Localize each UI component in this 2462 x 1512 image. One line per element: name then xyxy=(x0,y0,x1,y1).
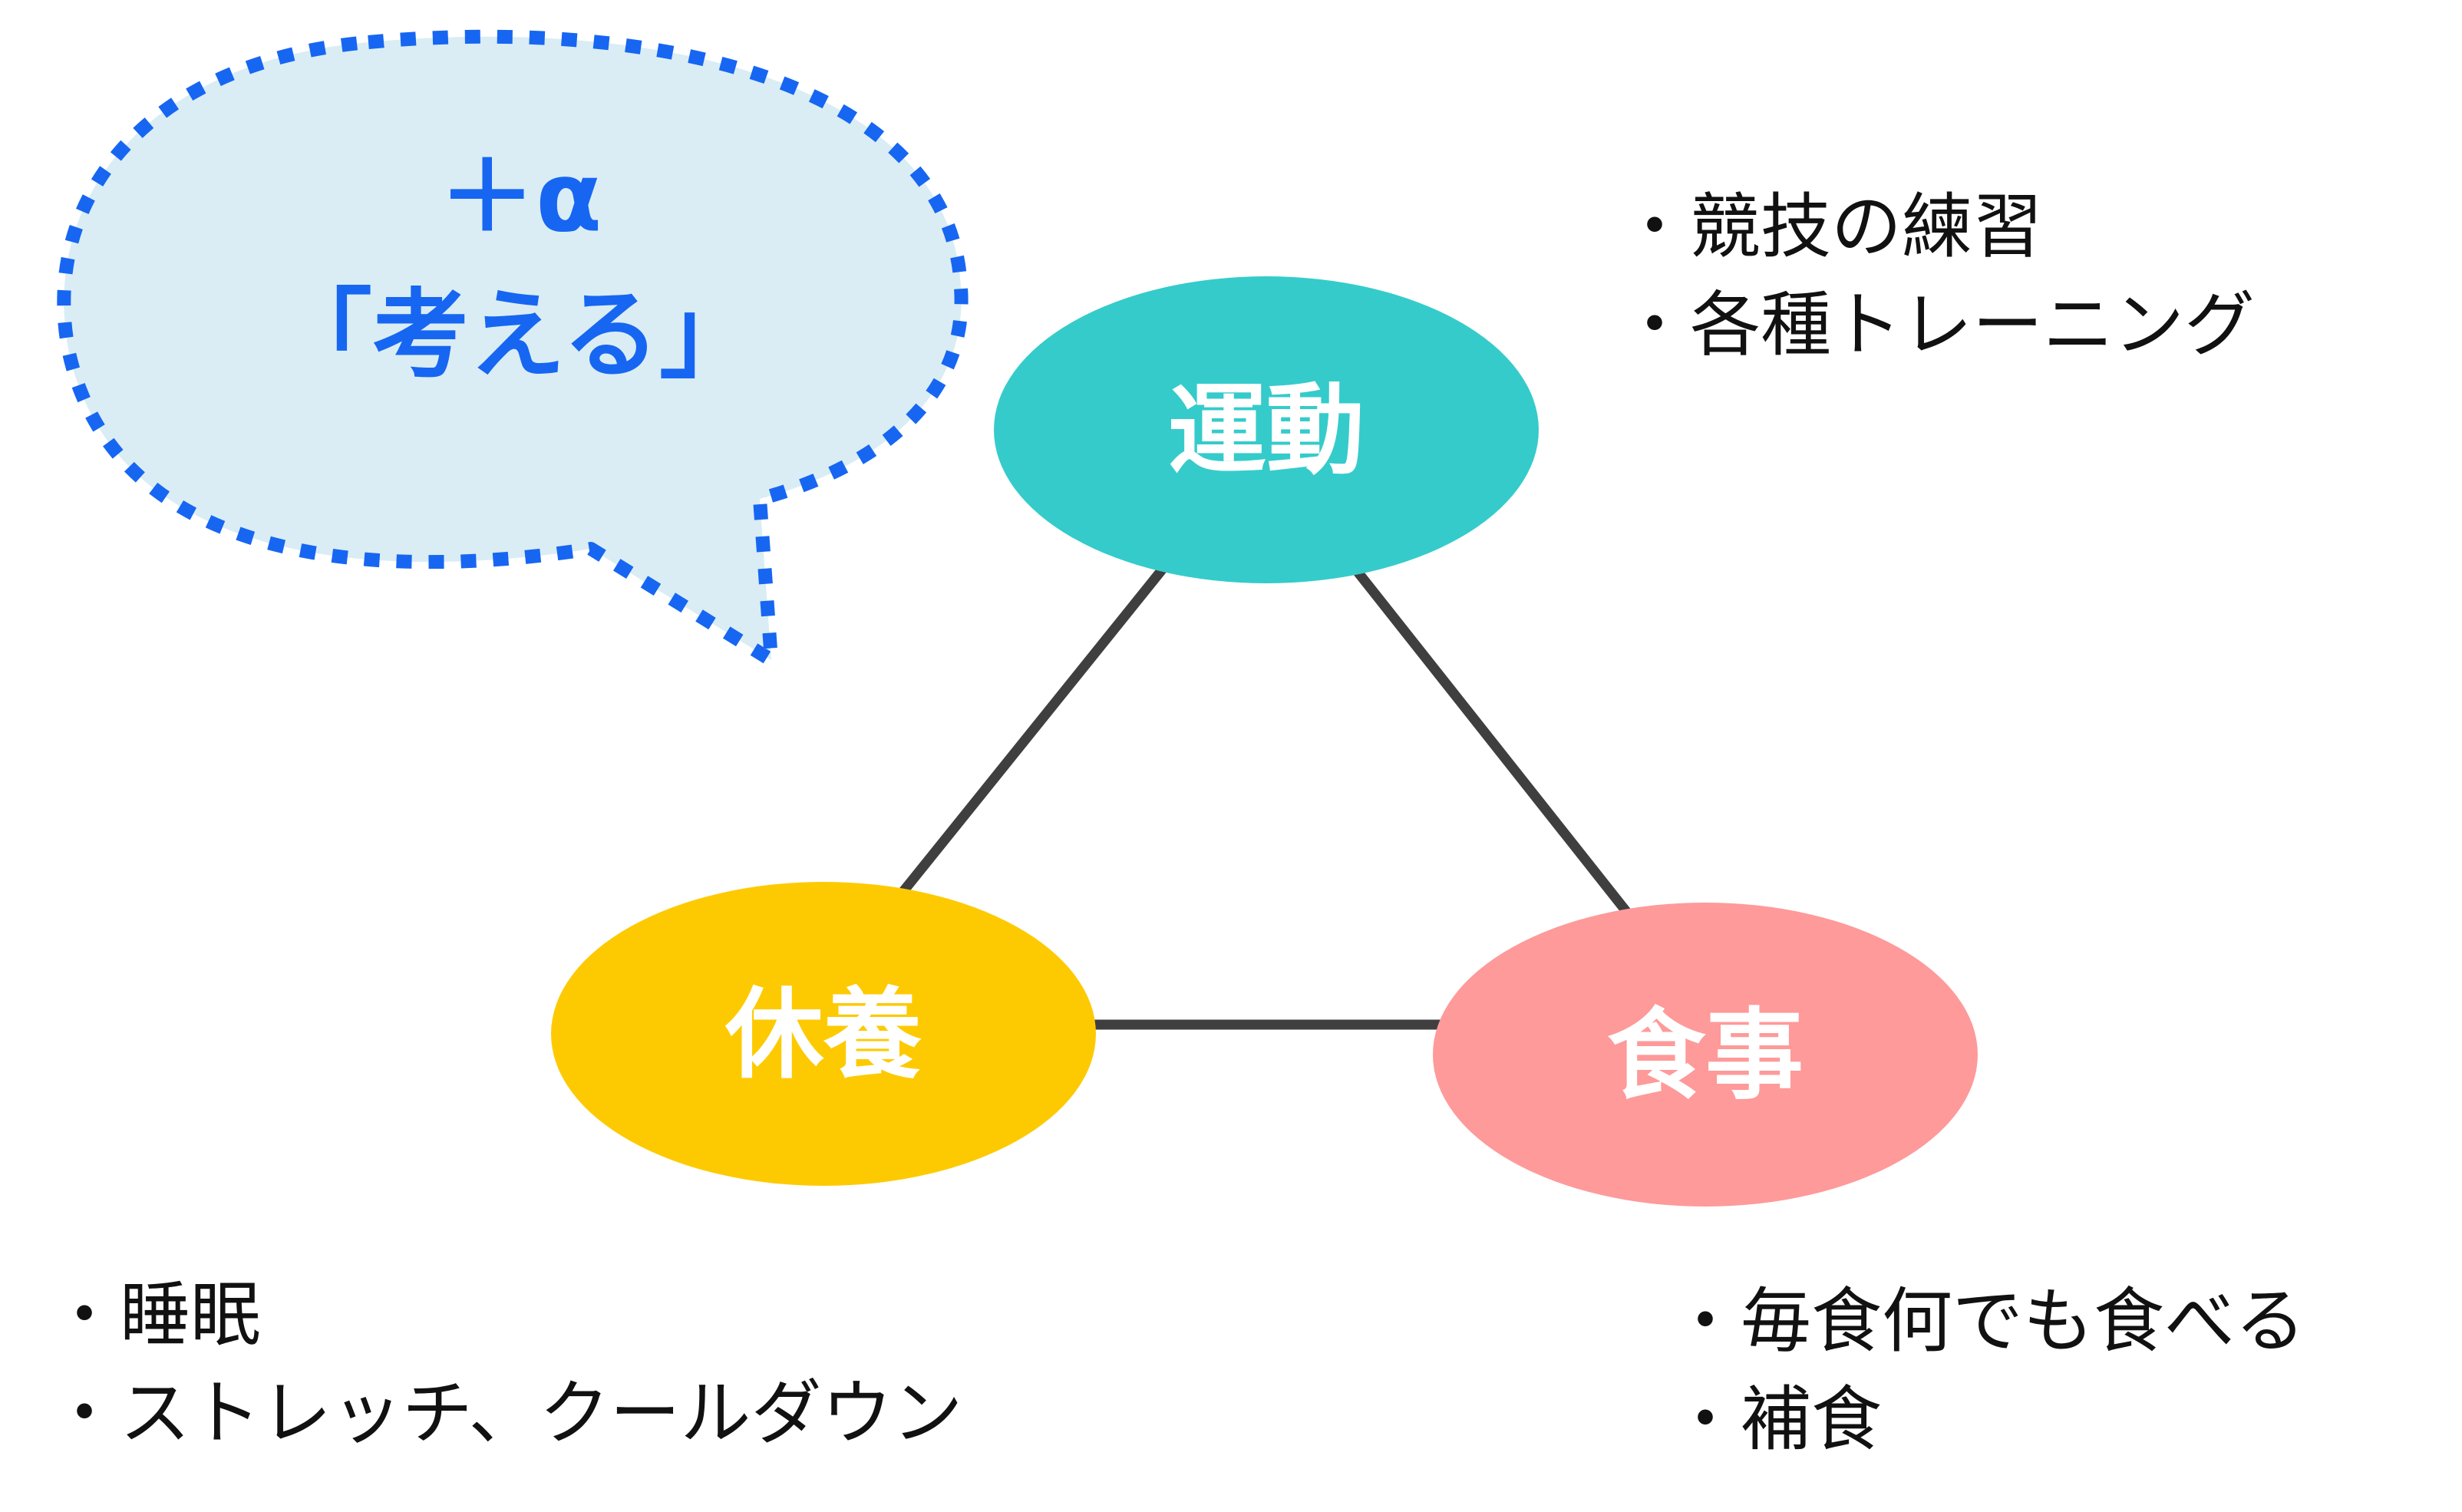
node-undou-ellipse xyxy=(994,276,1539,583)
list-item: 補食 xyxy=(1670,1371,2305,1469)
edge-undou-shokuji xyxy=(1349,563,1636,923)
node-kyuuyou: 休養 xyxy=(551,882,1096,1186)
node-undou-label: 運動 xyxy=(1168,374,1365,488)
speech-bubble-shape xyxy=(57,29,969,667)
bubble-line-2: 「考える」 xyxy=(276,279,756,391)
node-shokuji-label: 食事 xyxy=(1607,999,1804,1113)
node-shokuji-ellipse xyxy=(1433,903,1978,1207)
list-item: 各種トレーニング xyxy=(1619,276,2255,375)
shokuji-items-list: 毎食何でも食べる 補食 xyxy=(1670,1273,2305,1469)
kyuuyou-items-list: 睡眠 ストレッチ、クールダウン xyxy=(49,1266,963,1463)
undou-items-list: 競技の練習 各種トレーニング xyxy=(1619,178,2255,375)
node-undou: 運動 xyxy=(994,276,1539,583)
triangle-edges xyxy=(893,559,1636,1030)
node-shokuji: 食事 xyxy=(1433,903,1978,1207)
thinking-bubble: ＋α 「考える」 xyxy=(57,29,969,667)
list-item: ストレッチ、クールダウン xyxy=(49,1365,962,1463)
node-kyuuyou-label: 休養 xyxy=(724,978,922,1092)
list-item: 睡眠 xyxy=(49,1266,963,1365)
bubble-line-1: ＋α xyxy=(439,140,602,253)
edge-undou-kyuuyou xyxy=(893,559,1172,903)
list-item: 毎食何でも食べる xyxy=(1670,1273,2305,1371)
list-item: 競技の練習 xyxy=(1619,178,2255,276)
node-kyuuyou-ellipse xyxy=(551,882,1096,1186)
